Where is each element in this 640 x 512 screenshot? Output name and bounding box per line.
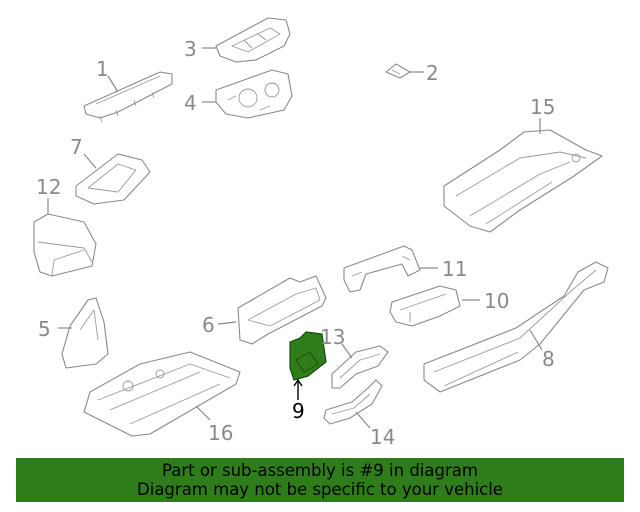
info-banner: Part or sub-assembly is #9 in diagram Di… bbox=[16, 458, 624, 502]
callout-6: 6 bbox=[202, 313, 215, 337]
part-1 bbox=[83, 71, 173, 123]
part-8 bbox=[423, 261, 609, 393]
callout-12: 12 bbox=[36, 175, 61, 199]
callout-9: 9 bbox=[292, 399, 305, 423]
callout-7: 7 bbox=[70, 135, 83, 159]
callout-4: 4 bbox=[184, 91, 197, 115]
parts-diagram: 1 3 2 4 7 12 5 bbox=[33, 17, 609, 449]
banner-line-2: Diagram may not be specific to your vehi… bbox=[137, 480, 503, 499]
part-7 bbox=[75, 153, 151, 205]
callout-15: 15 bbox=[530, 95, 555, 119]
part-9-highlighted bbox=[289, 331, 327, 381]
part-16 bbox=[83, 351, 241, 437]
part-4 bbox=[215, 69, 293, 119]
part-14 bbox=[323, 379, 383, 425]
banner-line-1: Part or sub-assembly is #9 in diagram bbox=[162, 461, 478, 480]
part-5 bbox=[61, 297, 109, 369]
part-2 bbox=[385, 63, 411, 79]
part-3 bbox=[215, 17, 291, 63]
callout-14: 14 bbox=[370, 425, 395, 449]
callout-16: 16 bbox=[208, 421, 233, 445]
callout-5: 5 bbox=[38, 317, 51, 341]
part-6 bbox=[237, 275, 327, 345]
callout-13: 13 bbox=[320, 325, 345, 349]
part-10 bbox=[389, 285, 461, 327]
callout-2: 2 bbox=[426, 61, 439, 85]
part-15 bbox=[443, 129, 603, 233]
part-12 bbox=[33, 213, 97, 277]
part-11 bbox=[343, 245, 421, 293]
callout-3: 3 bbox=[184, 37, 197, 61]
part-13 bbox=[331, 345, 389, 389]
callout-10: 10 bbox=[484, 289, 509, 313]
callout-11: 11 bbox=[442, 257, 467, 281]
callout-8: 8 bbox=[542, 347, 555, 371]
callout-1: 1 bbox=[96, 57, 109, 81]
